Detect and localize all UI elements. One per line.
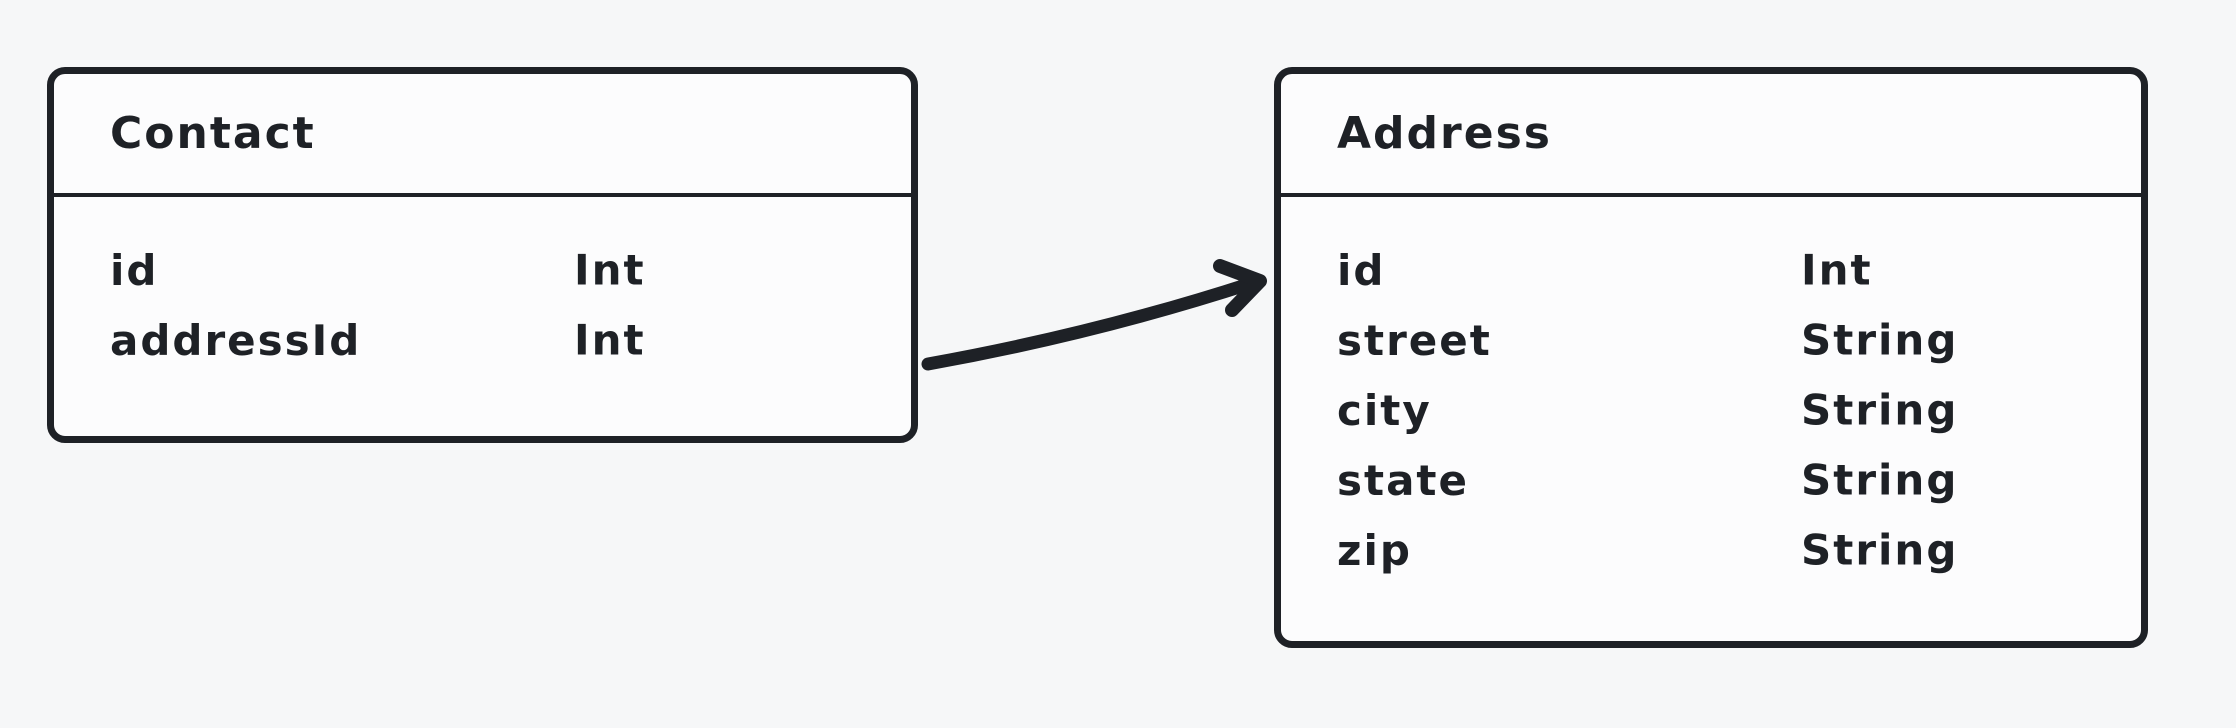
field-row: state String — [1281, 445, 2141, 515]
field-type: String — [1801, 315, 1959, 365]
field-type: Int — [574, 245, 646, 295]
field-name: state — [1337, 455, 1469, 505]
field-row: addressId Int — [54, 305, 911, 375]
field-name: city — [1337, 385, 1432, 435]
field-type: String — [1801, 525, 1959, 575]
entity-contact-title: Contact — [110, 108, 316, 159]
field-row: city String — [1281, 375, 2141, 445]
field-row: id Int — [54, 235, 911, 305]
field-type: Int — [574, 315, 646, 365]
field-name: addressId — [110, 315, 362, 365]
field-type: String — [1801, 455, 1959, 505]
relation-arrow-shaft — [921, 276, 1259, 371]
entity-address-header: Address — [1281, 74, 2141, 197]
field-type: String — [1801, 385, 1959, 435]
field-name: street — [1337, 315, 1492, 365]
entity-contact-header: Contact — [54, 74, 911, 197]
entity-contact: Contact id Int addressId Int — [47, 67, 918, 443]
entity-address-body: id Int street String city String state S… — [1281, 197, 2141, 585]
field-type: Int — [1801, 245, 1873, 295]
field-row: street String — [1281, 305, 2141, 375]
field-name: id — [110, 245, 159, 295]
field-row: id Int — [1281, 235, 2141, 305]
field-name: id — [1337, 245, 1386, 295]
relation-arrowhead-icon — [1213, 259, 1267, 317]
entity-address: Address id Int street String city String… — [1274, 67, 2148, 648]
field-row: zip String — [1281, 515, 2141, 585]
field-name: zip — [1337, 525, 1412, 575]
entity-address-title: Address — [1337, 108, 1552, 159]
entity-contact-body: id Int addressId Int — [54, 197, 911, 375]
